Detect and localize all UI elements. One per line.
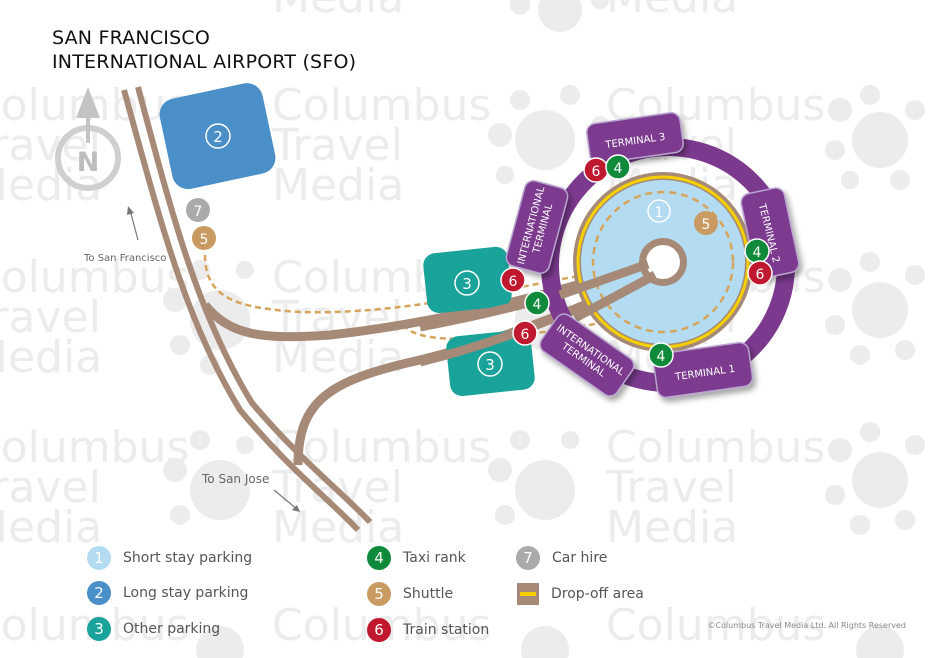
shuttle-marker-center[interactable]: 5: [694, 211, 718, 235]
map-title: SAN FRANCISCO INTERNATIONAL AIRPORT (SFO…: [52, 26, 356, 74]
train-marker-t2[interactable]: 6: [747, 260, 773, 286]
svg-text:6: 6: [521, 327, 530, 343]
terminal-3[interactable]: TERMINAL 3: [586, 112, 685, 165]
svg-text:5: 5: [702, 217, 711, 233]
svg-text:6: 6: [756, 267, 765, 283]
svg-text:2: 2: [213, 128, 223, 146]
train-icon: 6: [367, 618, 391, 642]
north-arrow-shaft: [86, 115, 90, 143]
title-line-2: INTERNATIONAL AIRPORT (SFO): [52, 51, 357, 73]
svg-text:1: 1: [655, 205, 664, 221]
svg-text:Columbus: Columbus: [606, 600, 825, 651]
svg-text:4: 4: [533, 297, 542, 313]
train-marker-intl-north[interactable]: 6: [500, 267, 526, 293]
long-stay-parking-area[interactable]: 2: [157, 80, 279, 192]
svg-text:Media: Media: [272, 0, 404, 23]
car-hire-icon: 7: [516, 546, 540, 570]
legend-item-shuttle: 5 Shuttle: [367, 581, 453, 607]
svg-text:Media: Media: [606, 0, 738, 23]
arrow-up-icon: [129, 209, 139, 241]
svg-text:Columbus: Columbus: [0, 422, 189, 473]
svg-text:Columbus: Columbus: [606, 422, 825, 473]
other-parking-icon: 3: [87, 617, 111, 641]
svg-text:4: 4: [614, 161, 623, 177]
short-stay-parking-area[interactable]: 1: [573, 172, 753, 352]
arrow-down-icon: [273, 489, 299, 511]
long-stay-marker: [205, 123, 231, 149]
taxi-marker-t2[interactable]: 4: [744, 238, 770, 264]
direction-south: To San Jose: [201, 472, 300, 512]
svg-text:Travel: Travel: [0, 292, 101, 343]
svg-text:3: 3: [462, 275, 472, 293]
compass: N: [55, 87, 121, 191]
highway: [121, 86, 373, 533]
svg-text:6: 6: [509, 274, 518, 290]
long-stay-icon: 2: [87, 581, 111, 605]
compass-letter: N: [77, 147, 100, 178]
shuttle-marker-west[interactable]: 5: [192, 226, 216, 250]
svg-text:Media: Media: [272, 160, 404, 211]
center-roads: [558, 259, 658, 322]
drop-off-icon: [517, 583, 539, 605]
direction-north: To San Francisco: [83, 206, 166, 264]
svg-text:Travel: Travel: [605, 462, 737, 513]
svg-text:To San Francisco: To San Francisco: [83, 253, 166, 264]
svg-text:Columbus: Columbus: [0, 252, 189, 303]
svg-text:Travel: Travel: [0, 462, 101, 513]
international-terminal-north[interactable]: INTERNATIONAL TERMINAL: [504, 179, 569, 275]
svg-text:6: 6: [592, 164, 601, 180]
legend-item-long-stay: 2 Long stay parking: [87, 580, 248, 606]
terminal-1[interactable]: TERMINAL 1: [652, 341, 754, 399]
taxi-icon: 4: [367, 546, 391, 570]
other-parking-area-north[interactable]: 3: [422, 246, 513, 315]
legend-item-car-hire: 7 Car hire: [516, 545, 607, 571]
svg-text:To San Jose: To San Jose: [201, 472, 269, 486]
legend-item-taxi: 4 Taxi rank: [367, 545, 466, 571]
short-stay-icon: 1: [87, 546, 111, 570]
shuttle-icon: 5: [367, 582, 391, 606]
legend-item-train: 6 Train station: [367, 617, 489, 643]
svg-text:Travel: Travel: [271, 120, 403, 171]
svg-text:4: 4: [657, 349, 666, 365]
train-marker-t3[interactable]: 6: [583, 157, 609, 183]
svg-text:Media: Media: [0, 502, 102, 553]
legend-item-drop-off: Drop-off area: [517, 581, 644, 607]
taxi-marker-t1[interactable]: 4: [648, 342, 674, 368]
copyright: ©Columbus Travel Media Ltd. All Rights R…: [707, 621, 906, 630]
legend-item-short-stay: 1 Short stay parking: [87, 545, 252, 571]
legend-item-other-parking: 3 Other parking: [87, 616, 220, 642]
taxi-marker-t3[interactable]: 4: [605, 154, 631, 180]
svg-text:3: 3: [485, 356, 495, 374]
car-hire-marker[interactable]: 7: [186, 198, 210, 222]
svg-text:7: 7: [194, 204, 203, 220]
svg-text:4: 4: [753, 245, 762, 261]
train-marker-intl-south[interactable]: 6: [512, 320, 538, 346]
svg-text:Columbus: Columbus: [272, 80, 491, 131]
svg-text:5: 5: [200, 232, 209, 248]
title-line-1: SAN FRANCISCO: [52, 27, 210, 49]
svg-text:Media: Media: [606, 502, 738, 553]
svg-text:Media: Media: [0, 332, 102, 383]
taxi-marker-intl[interactable]: 4: [524, 290, 550, 316]
north-arrow-icon: [76, 87, 100, 118]
